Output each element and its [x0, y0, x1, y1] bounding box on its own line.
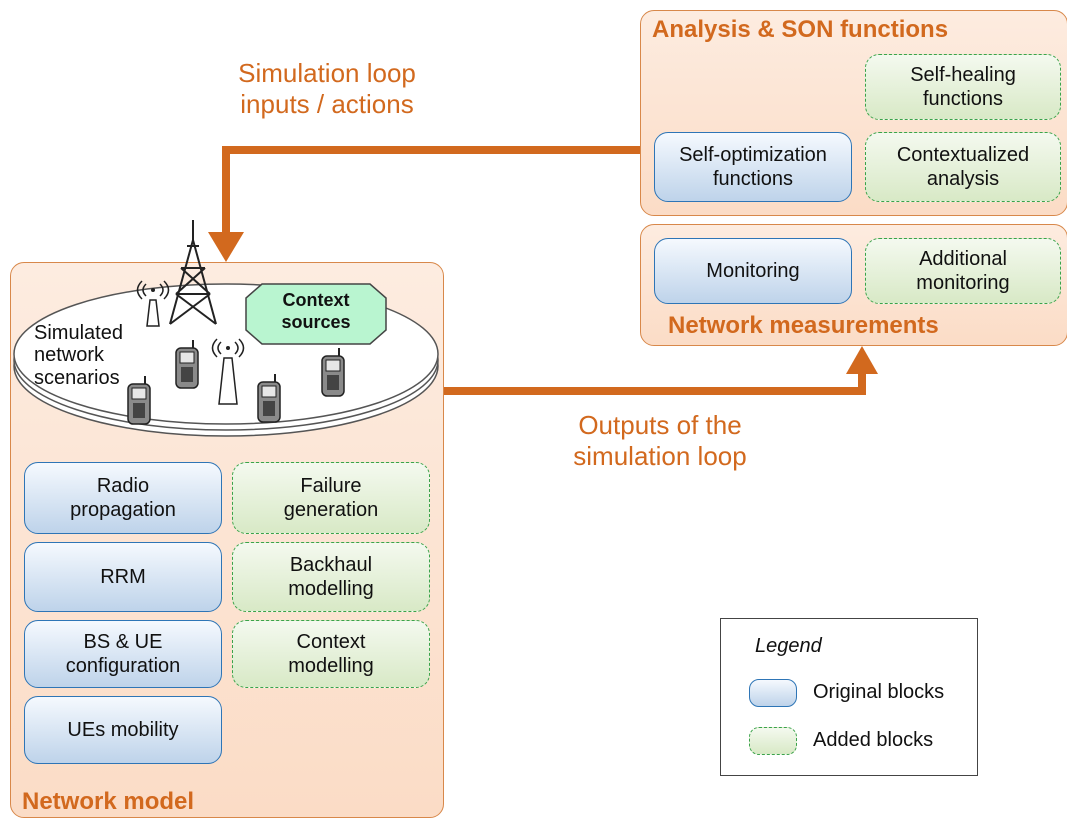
- phone-icon: [175, 340, 199, 389]
- phone-icon: [321, 348, 345, 397]
- legend-box: Legend Original blocks Added blocks: [720, 618, 978, 776]
- inputs-flow-label: Simulation loop inputs / actions: [238, 58, 416, 120]
- context-sources-label: Context sources: [281, 290, 351, 332]
- self-healing-block: Self-healing functions: [865, 54, 1061, 120]
- small-cell-icon: [211, 338, 245, 405]
- self-optimization-block: Self-optimization functions: [654, 132, 852, 202]
- legend-added-swatch: [749, 727, 797, 755]
- phone-icon: [257, 374, 281, 423]
- tower-icon: [169, 220, 217, 325]
- monitoring-block: Monitoring: [654, 238, 852, 304]
- bs-ue-configuration-block: BS & UE configuration: [24, 620, 222, 688]
- legend-original-swatch: [749, 679, 797, 707]
- context-modelling-block: Context modelling: [232, 620, 430, 688]
- contextualized-analysis-block: Contextualized analysis: [865, 132, 1061, 202]
- legend-original-label: Original blocks: [813, 681, 945, 703]
- son-panel-title: Analysis & SON functions: [652, 16, 949, 43]
- legend-added-label: Added blocks: [813, 729, 934, 751]
- simulated-scenarios-label: Simulated network scenarios: [34, 322, 123, 389]
- outputs-arrow: [444, 346, 878, 395]
- rrm-block: RRM: [24, 542, 222, 612]
- ues-mobility-block: UEs mobility: [24, 696, 222, 764]
- backhaul-modelling-block: Backhaul modelling: [232, 542, 430, 612]
- measurements-panel-title: Network measurements: [668, 312, 939, 339]
- network-model-panel-title: Network model: [22, 788, 195, 815]
- outputs-flow-label: Outputs of the simulation loop: [573, 410, 747, 472]
- context-sources-shape: [245, 283, 387, 345]
- additional-monitoring-block: Additional monitoring: [865, 238, 1061, 304]
- phone-icon: [127, 376, 151, 425]
- failure-generation-block: Failure generation: [232, 462, 430, 534]
- legend-title: Legend: [755, 635, 822, 657]
- small-cell-icon: [136, 280, 170, 327]
- radio-propagation-block: Radio propagation: [24, 462, 222, 534]
- inputs-arrow: [208, 146, 640, 262]
